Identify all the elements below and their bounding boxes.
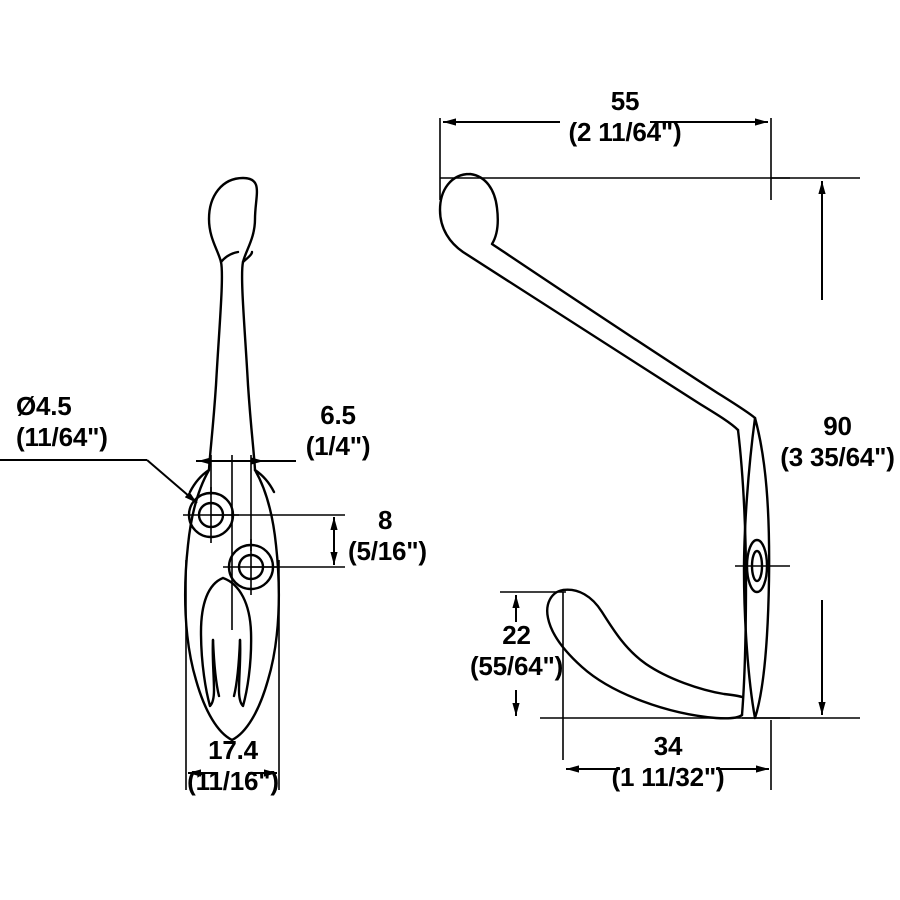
side-lower-hook-outline [546,588,744,720]
dim-55-metric: 55 [610,86,640,116]
front-plate-shoulder-right [253,468,276,494]
leader-diagonal [146,459,198,504]
front-knob-neck-left [219,250,240,264]
dim-hole-vertical-spacing-label: 8 (5/16") [348,505,427,566]
front-knob-neck-right [241,250,254,264]
front-lower-hook-bottom2 [232,638,242,698]
dim-overall-height-label: 90 (3 35/64") [775,411,900,472]
front-view-extension-lines [185,455,345,790]
dim-6p5-metric: 6.5 [320,400,356,430]
dim-plate-width-label: 17.4 (11/16") [178,735,288,796]
front-lower-hook-outline [199,576,253,708]
front-hook-outline [183,176,281,742]
dim-hole-diameter-metric: Ø4.5 [16,391,72,421]
dim-90-imperial: (3 35/64") [780,441,895,472]
dim-22-imperial: (55/64") [469,650,564,681]
dim-8-imperial: (5/16") [348,535,427,566]
dim-17p4-metric: 17.4 [208,735,258,765]
front-lower-hook-bottom [211,638,221,698]
dim-22-metric: 22 [502,620,531,650]
dim-hole-diameter-label: Ø4.5 (11/64") [16,391,108,452]
front-hole-centermarks [183,487,279,595]
dim-lower-hook-projection-label: 34 (1 11/32") [608,731,728,792]
dim-upper-hook-projection-label: 55 (2 11/64") [545,86,705,147]
dim-17p4-imperial: (11/16") [187,765,279,796]
dim-hole-horizontal-offset-label: 6.5 (1/4") [283,400,393,461]
dim-hole-diameter-imperial: (11/64") [16,421,108,452]
dim-34-imperial: (1 11/32") [611,761,725,792]
side-view-extension-lines [439,118,860,790]
side-plate-front-edge [736,428,748,717]
dim-6p5-imperial: (1/4") [305,430,371,461]
dim-8-metric: 8 [378,505,393,535]
dim-55-imperial: (2 11/64") [568,116,682,147]
dim-diameter-leader [0,459,198,504]
front-plate-shoulder-left [188,468,211,494]
side-upper-arm-outline [438,172,757,432]
dim-90-metric: 90 [823,411,852,441]
dim-lower-hook-height-label: 22 (55/64") [459,620,574,681]
dim-34-metric: 34 [653,731,683,761]
